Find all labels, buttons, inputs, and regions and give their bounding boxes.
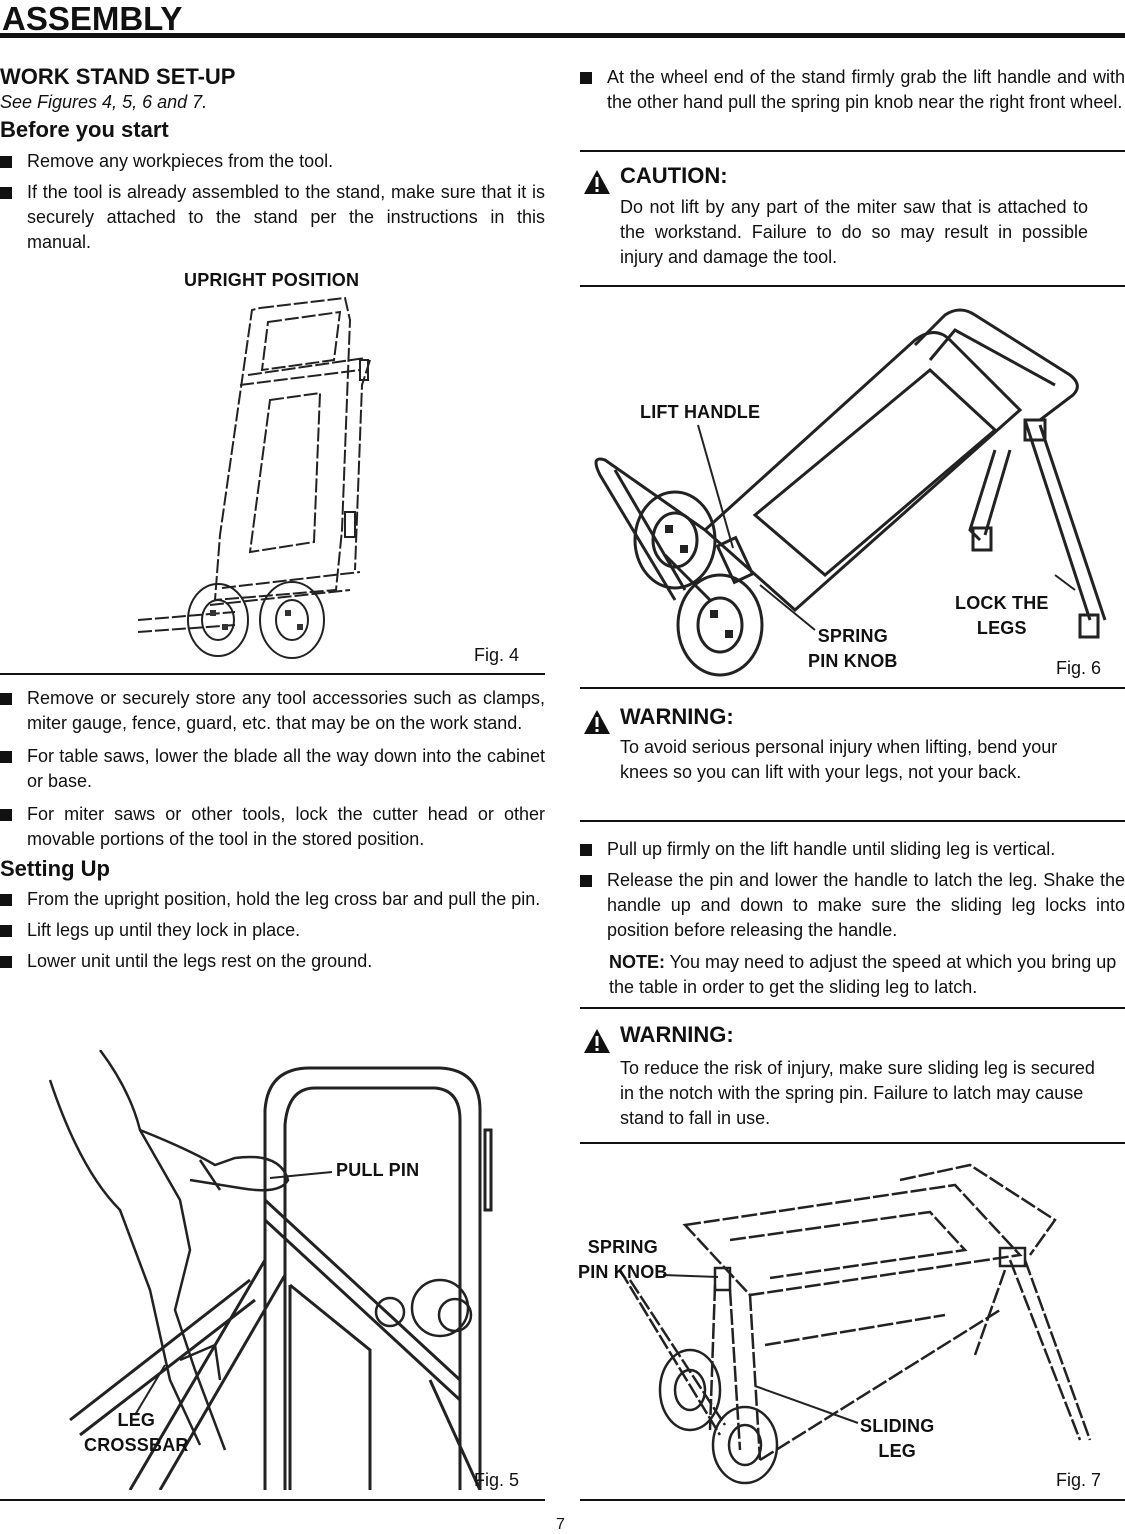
fig5-callout-pull-pin: PULL PIN [336,1160,420,1180]
bullet-square [0,751,12,763]
divider [580,687,1125,689]
before-title: Before you start [0,117,169,142]
bullet-square [580,875,592,887]
bullet-square [0,187,12,199]
list-item: For miter saws or other tools, lock the … [0,802,545,852]
warning2-title: WARNING: [620,1022,734,1047]
list-item: Release the pin and lower the handle to … [580,868,1125,943]
left-column: WORK STAND SET-UP See Figures 4, 5, 6 an… [0,60,545,255]
divider [580,150,1125,152]
divider [0,673,545,675]
warning1-title: WARNING: [620,704,734,729]
bullet-square [0,956,12,968]
list-item: Pull up firmly on the lift handle until … [580,837,1125,862]
right-column: At the wheel end of the stand firmly gra… [580,65,1125,115]
list-item: From the upright position, hold the leg … [0,887,545,912]
fig4-illustration [120,290,420,660]
divider [580,1007,1125,1009]
caution-title: CAUTION: [620,163,728,188]
fig6-callout-lock-legs: LOCK THE LEGS [955,593,1049,638]
bullet-square [580,72,592,84]
right-column-lower: Pull up firmly on the lift handle until … [580,837,1125,1000]
page-header: ASSEMBLY [0,0,1125,40]
list-item: For table saws, lower the blade all the … [0,744,545,794]
fig7-illustration [600,1160,1120,1490]
divider [580,820,1125,822]
fig4-caption: UPRIGHT POSITION [184,270,360,290]
divider [580,1142,1125,1144]
warning1-body: To avoid serious personal injury when li… [620,737,1058,782]
warning-triangle-icon [584,710,610,734]
page-number: 7 [556,1516,565,1533]
fig7-callout-sliding-leg: SLIDING LEG [860,1416,935,1461]
bullet-square [0,809,12,821]
divider [0,1499,545,1501]
fig6-callout-lift-handle: LIFT HANDLE [640,402,761,422]
section-title: WORK STAND SET-UP [0,64,236,89]
fig5-label: Fig. 5 [474,1470,520,1490]
note: NOTE: You may need to adjust the speed a… [609,952,1117,997]
warning2-body: To reduce the risk of injury, make sure … [620,1058,1095,1128]
bullet-square [0,156,12,168]
bullet-square [580,844,592,856]
warning-triangle-icon [584,170,610,194]
list-item: Remove any workpieces from the tool. [0,149,545,174]
warning-triangle-icon [584,1029,610,1053]
divider [580,1499,1125,1501]
list-item: If the tool is already assembled to the … [0,180,545,255]
fig7-label: Fig. 7 [1056,1470,1102,1490]
list-item: Remove or securely store any tool access… [0,686,545,736]
bullet-square [0,894,12,906]
left-column-lower: Remove or securely store any tool access… [0,686,545,974]
bullet-square [0,925,12,937]
fig5-illustration [40,1050,500,1490]
setting-title: Setting Up [0,856,110,881]
fig7-callout-spring-pin: SPRING PIN KNOB [578,1237,668,1282]
divider [580,285,1125,287]
list-item: Lower unit until the legs rest on the gr… [0,949,545,974]
list-item: Lift legs up until they lock in place. [0,918,545,943]
page-title: ASSEMBLY [2,0,183,37]
fig6-callout-spring-pin: SPRING PIN KNOB [808,626,898,671]
fig4-label: Fig. 4 [474,645,520,665]
bullet-square [0,693,12,705]
list-item: At the wheel end of the stand firmly gra… [580,65,1125,115]
caution-body: Do not lift by any part of the miter saw… [620,197,1088,267]
fig6-illustration [585,300,1120,680]
header-rule [0,33,1125,38]
fig5-callout-leg-crossbar: LEG CROSSBAR [84,1410,189,1455]
fig6-label: Fig. 6 [1056,658,1102,678]
see-figures: See Figures 4, 5, 6 and 7. [0,92,208,112]
